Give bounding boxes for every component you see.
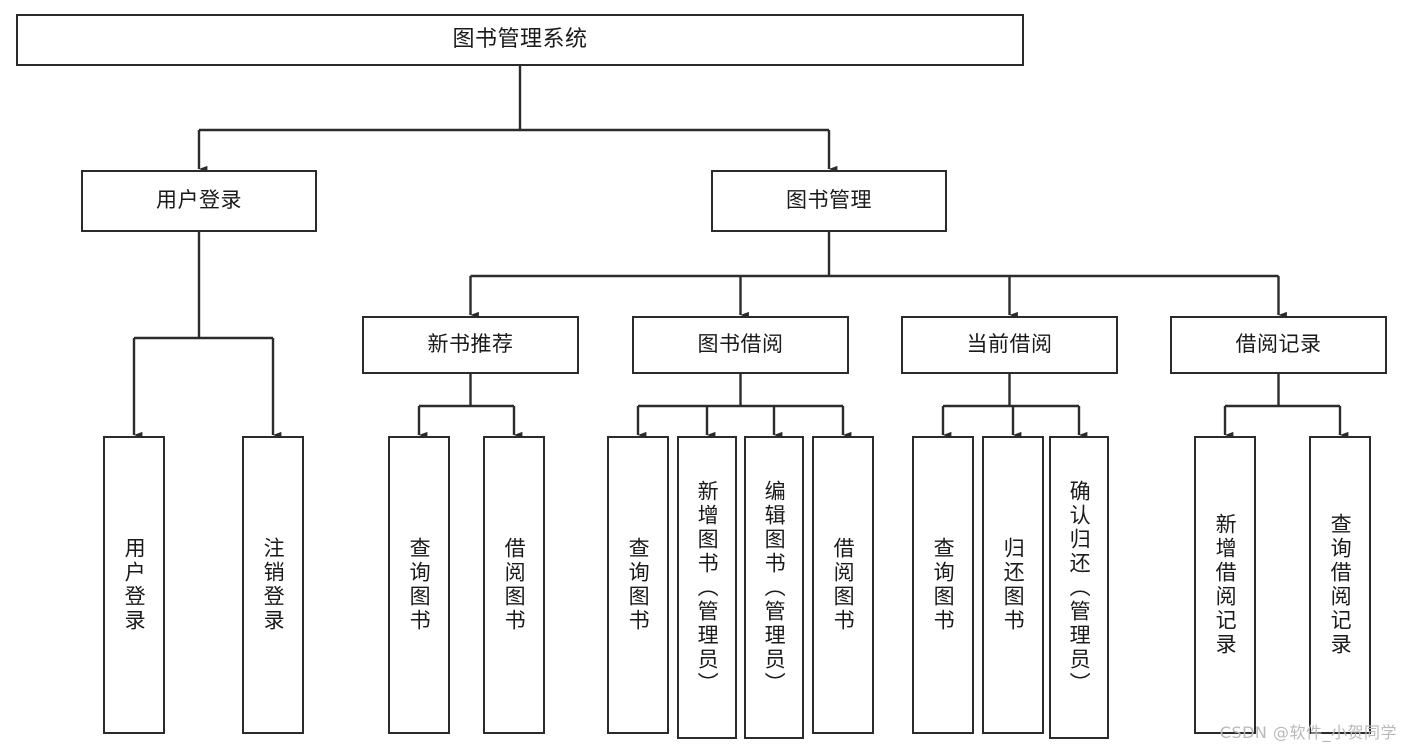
node-label: 查询图书 <box>931 537 956 633</box>
node-label: 新增借阅记录 <box>1213 513 1238 657</box>
node-label: 借阅图书 <box>502 537 527 633</box>
node-label: 查询图书 <box>626 537 651 633</box>
node-book-manage[interactable]: 图书管理 <box>711 170 947 232</box>
node-label: 用户登录 <box>122 537 147 633</box>
node-label: 查询借阅记录 <box>1328 513 1353 657</box>
node-label: 归还图书 <box>1001 537 1026 633</box>
node-leaf-query-book-3[interactable]: 查询图书 <box>912 436 974 734</box>
node-label: 用户登录 <box>156 188 242 213</box>
node-label: 新书推荐 <box>427 332 514 357</box>
node-leaf-logout[interactable]: 注销登录 <box>242 436 304 734</box>
node-borrow-record[interactable]: 借阅记录 <box>1170 316 1387 374</box>
node-leaf-borrow-book-2[interactable]: 借阅图书 <box>812 436 874 734</box>
node-current-borrow[interactable]: 当前借阅 <box>901 316 1118 374</box>
node-label: 借阅记录 <box>1235 332 1322 357</box>
node-label: 图书借阅 <box>697 332 784 357</box>
node-leaf-user-login[interactable]: 用户登录 <box>103 436 165 734</box>
node-leaf-query-book-2[interactable]: 查询图书 <box>607 436 669 734</box>
node-leaf-edit-book[interactable]: 编辑图书（管理员） <box>744 436 804 739</box>
node-label: 查询图书 <box>407 537 432 633</box>
node-leaf-borrow-book-1[interactable]: 借阅图书 <box>483 436 545 734</box>
node-leaf-add-record[interactable]: 新增借阅记录 <box>1194 436 1256 734</box>
node-label: 注销登录 <box>261 537 286 633</box>
node-book-borrow[interactable]: 图书借阅 <box>632 316 849 374</box>
node-user-login[interactable]: 用户登录 <box>81 170 317 232</box>
node-label: 当前借阅 <box>966 332 1053 357</box>
node-new-book-rec[interactable]: 新书推荐 <box>362 316 579 374</box>
watermark-text: CSDN @软件_小贺同学 <box>1219 723 1397 742</box>
node-label: 借阅图书 <box>831 537 856 633</box>
node-label: 新增图书（管理员） <box>695 479 720 696</box>
node-leaf-return-book[interactable]: 归还图书 <box>982 436 1044 734</box>
node-leaf-add-book[interactable]: 新增图书（管理员） <box>677 436 737 739</box>
node-label: 图书管理 <box>786 188 872 213</box>
node-label: 编辑图书（管理员） <box>762 479 787 696</box>
node-leaf-confirm-return[interactable]: 确认归还（管理员） <box>1049 436 1109 739</box>
node-label: 确认归还（管理员） <box>1067 479 1092 696</box>
node-leaf-query-record[interactable]: 查询借阅记录 <box>1309 436 1371 734</box>
node-label: 图书管理系统 <box>452 26 588 52</box>
node-root[interactable]: 图书管理系统 <box>16 14 1024 66</box>
node-leaf-query-book-1[interactable]: 查询图书 <box>388 436 450 734</box>
